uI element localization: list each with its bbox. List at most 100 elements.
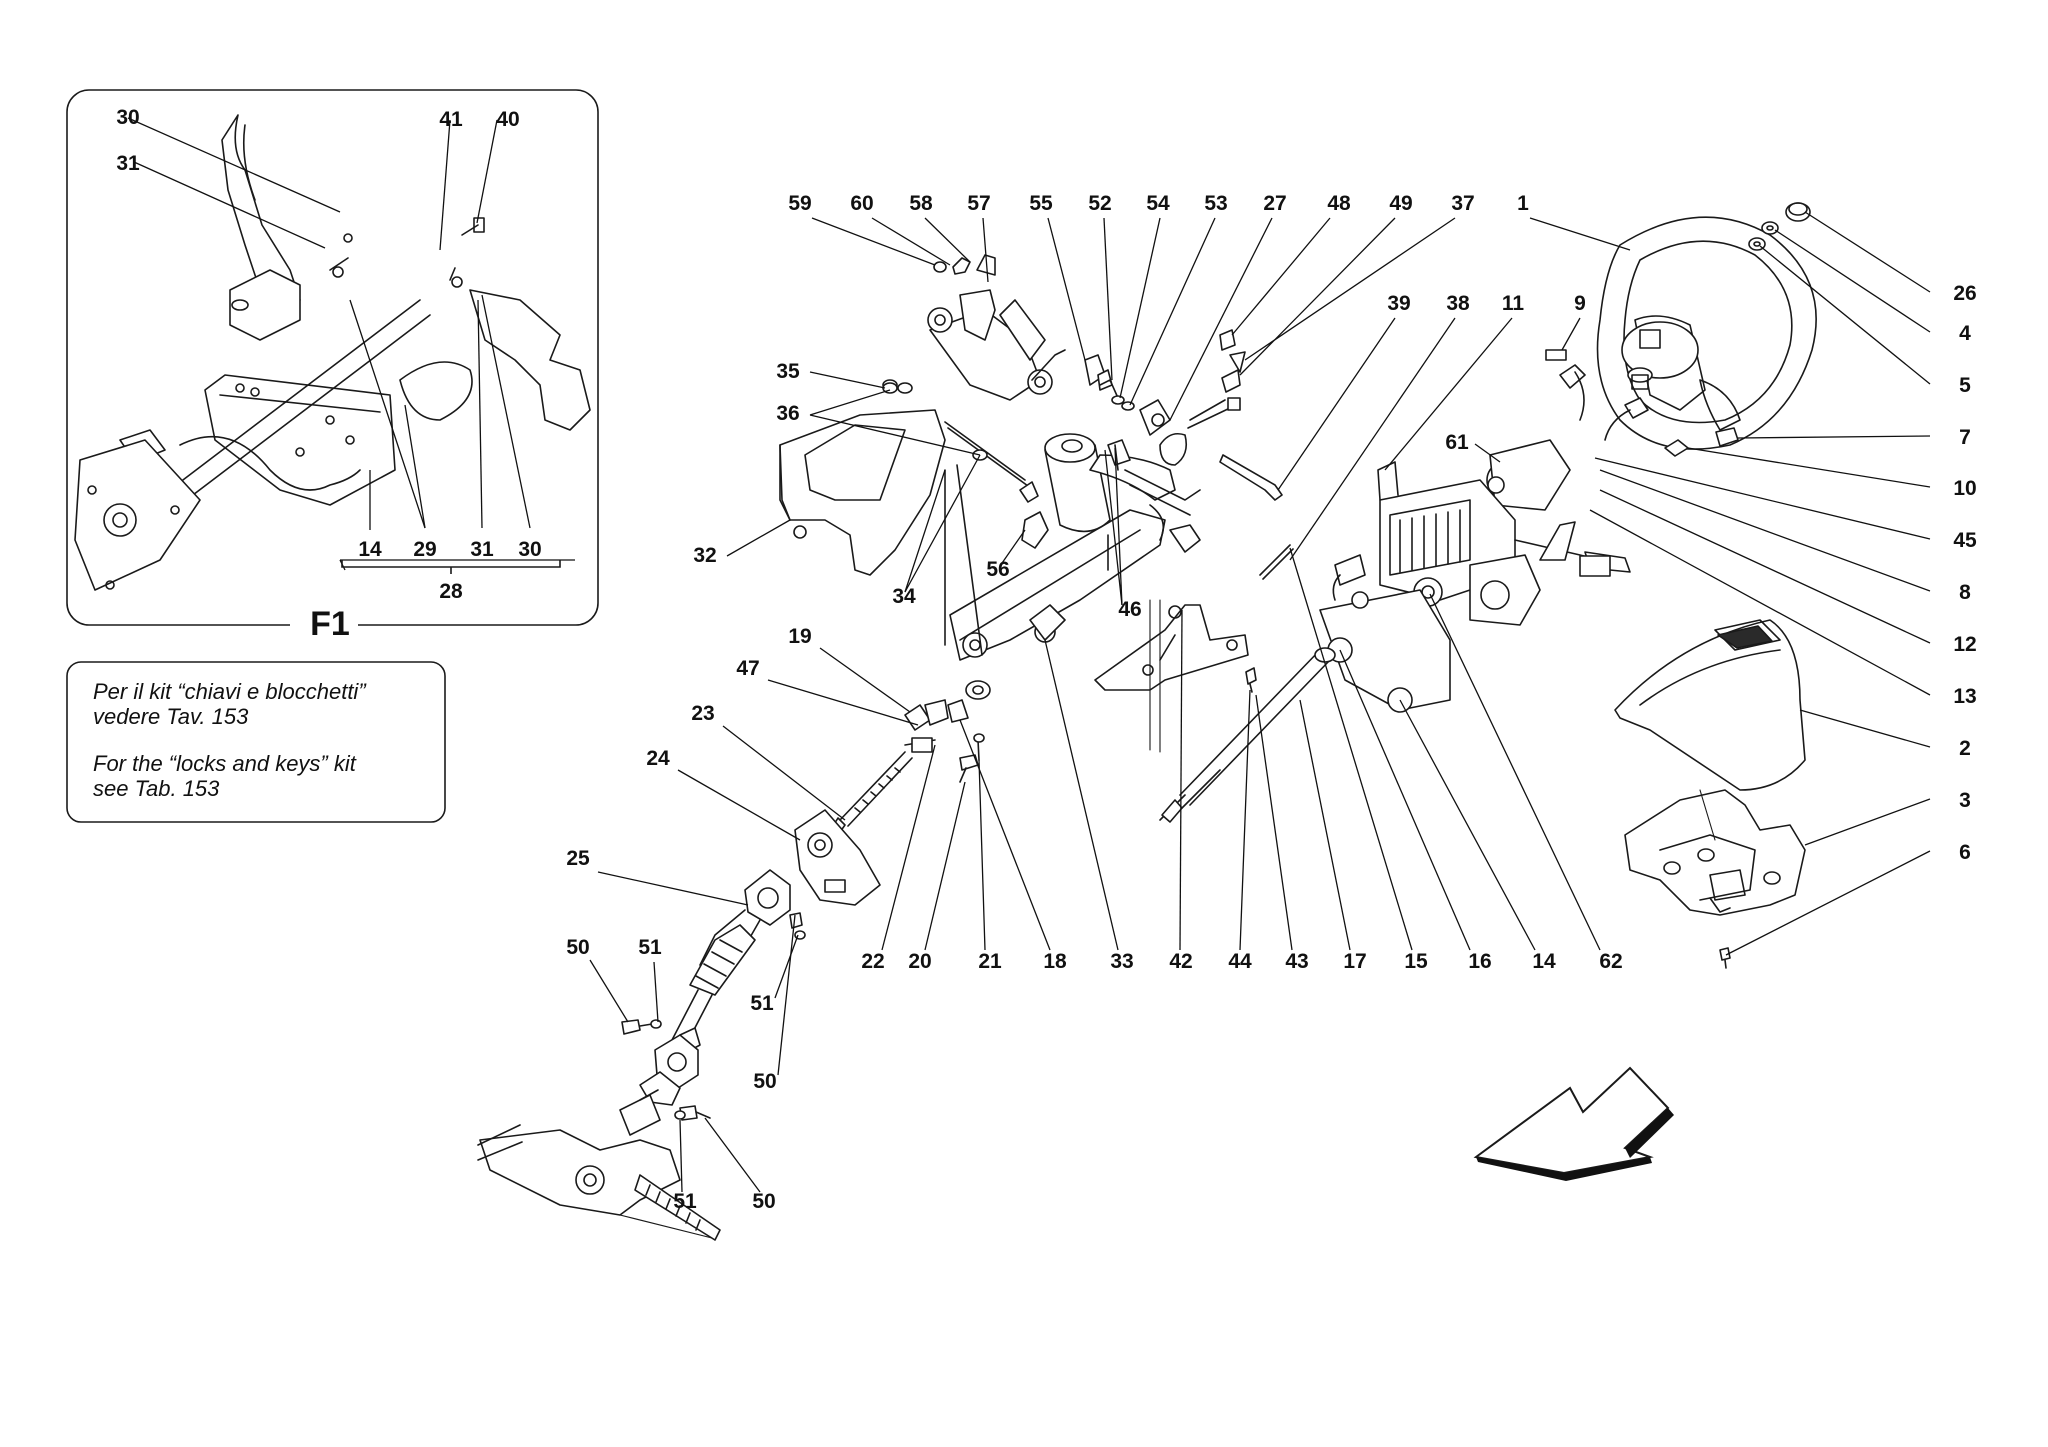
main-callout-38: 38: [1446, 292, 1470, 315]
main-callout-14: 14: [1532, 950, 1556, 973]
leader-line: [1103, 217, 1113, 381]
main-callout-7: 7: [1959, 426, 1971, 449]
main-callout-2: 2: [1959, 737, 1971, 760]
main-callout-32: 32: [693, 544, 716, 567]
main-callout-45: 45: [1953, 529, 1977, 552]
main-callout-53: 53: [1204, 192, 1227, 215]
main-callout-50: 50: [566, 936, 589, 959]
leader-line: [1799, 709, 1931, 748]
main-callout-56: 56: [986, 558, 1009, 581]
main-callout-24: 24: [646, 747, 670, 770]
leader-line: [924, 781, 966, 951]
main-callout-46: 46: [1118, 598, 1141, 621]
main-callout-12: 12: [1953, 633, 1976, 656]
leader-line: [1231, 217, 1331, 336]
main-callout-11: 11: [1502, 292, 1525, 315]
inset-callout-30: 30: [518, 538, 541, 561]
leader-line: [767, 679, 919, 726]
leader-line: [1804, 211, 1931, 293]
main-callout-51: 51: [673, 1190, 697, 1213]
leader-line: [1804, 798, 1931, 846]
leader-line: [777, 914, 796, 1076]
leader-line: [809, 371, 886, 389]
leader-line: [881, 744, 936, 951]
main-callout-51: 51: [638, 936, 662, 959]
leader-line: [809, 389, 891, 416]
inset-callout-30: 30: [116, 106, 139, 129]
main-callout-57: 57: [967, 192, 990, 215]
leader-line: [1399, 699, 1536, 951]
leader-line: [1044, 639, 1119, 951]
main-callout-17: 17: [1343, 950, 1366, 973]
leader-line: [1561, 317, 1581, 351]
main-callout-51: 51: [750, 992, 774, 1015]
main-callout-23: 23: [691, 702, 714, 725]
leader-line: [589, 959, 629, 1023]
leader-line: [1047, 217, 1086, 361]
leader-line: [1474, 443, 1501, 463]
note-line-2: vedere Tav. 153: [93, 704, 249, 729]
main-callout-20: 20: [908, 950, 931, 973]
leader-line: [1687, 447, 1931, 488]
main-callout-61: 61: [1445, 431, 1469, 454]
leader-line: [1599, 469, 1931, 592]
inset-callout-31: 31: [470, 538, 494, 561]
main-callout-19: 19: [788, 625, 811, 648]
inset-group-bracket: [341, 560, 561, 574]
leader-line: [1774, 229, 1931, 333]
leader-line: [1179, 609, 1183, 951]
leader-line: [653, 961, 659, 1023]
main-callout-34: 34: [892, 585, 916, 608]
leader-line: [722, 725, 846, 821]
leader-line: [1169, 217, 1273, 421]
leader-line: [1289, 547, 1413, 951]
leader-line: [1339, 649, 1471, 951]
main-callout-26: 26: [1953, 282, 1976, 305]
leader-line: [999, 529, 1026, 567]
leader-line: [959, 719, 1051, 951]
main-callout-13: 13: [1953, 685, 1976, 708]
steering-wheel-drawing: [1596, 216, 1817, 450]
main-callout-18: 18: [1043, 950, 1067, 973]
leader-line: [1599, 489, 1931, 644]
main-callout-8: 8: [1959, 581, 1971, 604]
inset-title: F1: [310, 605, 350, 643]
main-callout-47: 47: [736, 657, 759, 680]
leader-line: [1104, 449, 1123, 606]
note-box: Per il kit “chiavi e blocchetti” vedere …: [66, 661, 446, 823]
inset-f1: F1: [66, 89, 599, 648]
note-line-4: see Tab. 153: [93, 776, 220, 801]
main-callout-43: 43: [1285, 950, 1308, 973]
leader-line: [1114, 447, 1123, 606]
leader-line: [1759, 245, 1931, 385]
leader-line: [1239, 689, 1251, 951]
main-callout-42: 42: [1169, 950, 1192, 973]
main-callout-27: 27: [1263, 192, 1286, 215]
note-line-3: For the “locks and keys” kit: [93, 751, 357, 776]
inset-callout-40: 40: [496, 108, 519, 131]
main-callout-59: 59: [788, 192, 811, 215]
leader-line: [924, 217, 971, 263]
main-callout-35: 35: [776, 360, 800, 383]
leader-line: [982, 217, 989, 283]
leader-line: [1737, 435, 1931, 439]
leader-line: [679, 1119, 683, 1193]
main-callout-10: 10: [1953, 477, 1976, 500]
leader-line: [1244, 217, 1456, 361]
main-callout-21: 21: [978, 950, 1002, 973]
main-leader-lines: [589, 211, 1931, 1193]
leader-line: [1299, 699, 1351, 951]
leader-line: [978, 759, 986, 951]
main-callout-60: 60: [850, 192, 873, 215]
main-callout-22: 22: [861, 950, 884, 973]
inset-pedal-assembly-drawing: [74, 114, 591, 591]
main-callout-50: 50: [752, 1190, 775, 1213]
main-callout-15: 15: [1404, 950, 1428, 973]
main-callout-55: 55: [1029, 192, 1053, 215]
leader-line: [1119, 217, 1161, 399]
leader-line: [704, 1117, 761, 1193]
leader-line: [726, 519, 791, 557]
